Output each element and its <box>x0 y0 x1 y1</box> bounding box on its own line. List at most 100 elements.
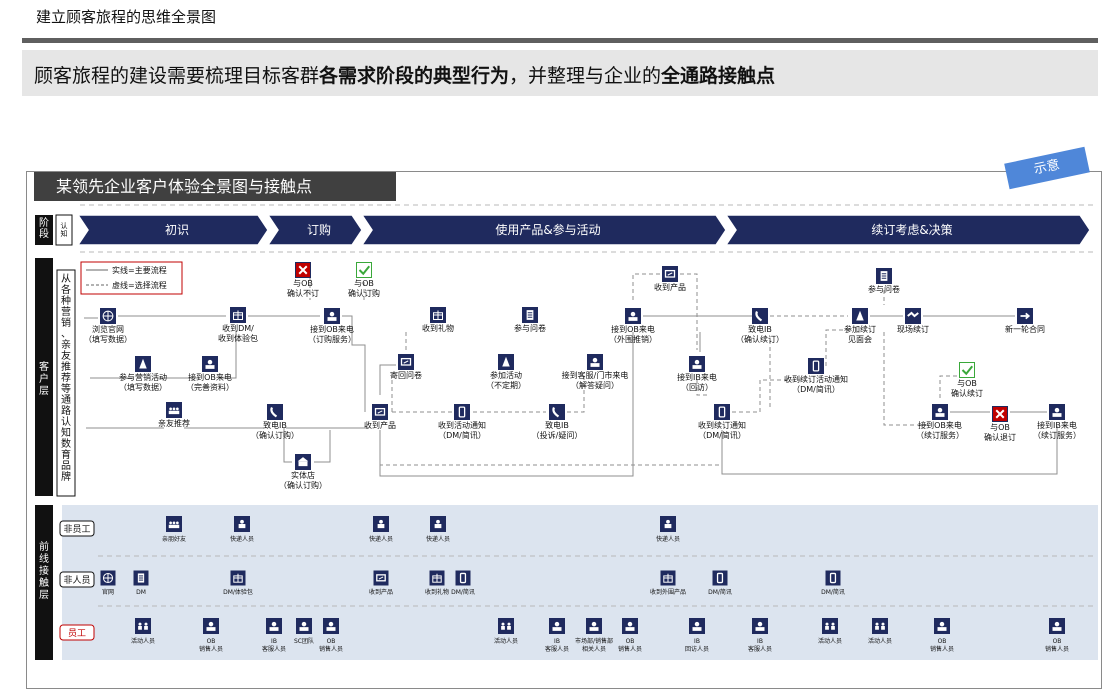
icon-mark <box>589 627 599 631</box>
check-icon <box>356 262 372 278</box>
agent-icon <box>752 618 768 634</box>
arrow-icon <box>1017 308 1033 324</box>
icon-mark <box>138 622 142 626</box>
icon-bg <box>714 404 730 420</box>
icon-mark <box>875 626 879 630</box>
icon-mark <box>502 356 510 367</box>
icon-mark <box>144 622 148 626</box>
side-note-char: 、 <box>61 329 71 340</box>
node-label: 接到OB来电（订购服务） <box>308 324 356 344</box>
icon-bg <box>455 570 471 586</box>
check-icon <box>959 362 975 378</box>
icon-mark <box>379 519 383 524</box>
icon-mark <box>172 521 176 525</box>
main-flow-line <box>314 430 331 463</box>
frontline-layer-label-char: 层 <box>39 589 49 601</box>
agent-icon <box>934 618 950 634</box>
side-note-char: 营 <box>61 305 71 318</box>
stage-chevron-0 <box>76 214 269 246</box>
stage-label-2: 使用产品&参与活动 <box>495 222 600 237</box>
side-note-char: 等 <box>61 382 71 395</box>
staff-label: 活动人员 <box>868 637 892 645</box>
side-note-char: 数 <box>61 437 71 450</box>
icon-mark <box>326 627 336 631</box>
gift-icon <box>230 307 246 323</box>
mobile-icon <box>714 404 730 420</box>
agent-icon <box>622 618 638 634</box>
icon-mark <box>176 407 179 411</box>
stage-chevron-3 <box>724 214 1091 246</box>
icon-mark <box>664 269 676 278</box>
icon-bg <box>872 618 888 634</box>
icon-bg <box>356 262 372 278</box>
icon-mark <box>403 360 409 364</box>
frontline-layer-label-char: 前 <box>39 540 49 553</box>
non-person-label: 收到产品 <box>369 588 393 596</box>
stage-label-0: 初识 <box>165 223 189 237</box>
node-label: 接到IB来电（续订服务） <box>1033 420 1081 440</box>
legend-solid-label: 实线=主要流程 <box>112 265 167 275</box>
icon-mark <box>1052 627 1062 631</box>
agent-icon <box>689 618 705 634</box>
optional-flow-line <box>567 375 585 413</box>
non-person-label: DM/简讯 <box>451 588 475 596</box>
phone-icon <box>549 404 565 420</box>
icon-mark <box>875 622 879 626</box>
icon-mark <box>825 622 829 626</box>
icon-mark <box>434 524 442 529</box>
cross-icon <box>295 262 311 278</box>
icon-mark <box>552 627 562 631</box>
icon-bg <box>822 618 838 634</box>
node-label: 收到礼物 <box>422 323 454 333</box>
staff-label: SC团队 <box>294 637 314 645</box>
node-label: 参加续订见面会 <box>844 324 876 344</box>
icon-mark <box>961 365 974 376</box>
icon-mark <box>755 627 765 631</box>
icon-mark <box>907 311 919 318</box>
icon-mark <box>1052 413 1062 417</box>
icon-mark <box>169 521 172 525</box>
agent-icon <box>587 354 603 370</box>
staff-label: 活动人员 <box>818 637 842 645</box>
agent-icon <box>296 618 312 634</box>
icon-mark <box>436 519 440 524</box>
non-person-label: 官网 <box>102 588 114 596</box>
icon-mark <box>459 572 467 584</box>
person-icon <box>430 516 446 532</box>
node-label: 参与问卷 <box>514 323 546 333</box>
aware-tag-label-char: 认 <box>61 221 68 230</box>
agent-icon <box>549 618 565 634</box>
optional-flow-line <box>732 379 806 413</box>
icon-mark <box>103 573 113 583</box>
box-icon <box>373 570 389 586</box>
gift-icon <box>230 570 246 586</box>
main-flow-line <box>220 330 237 379</box>
node-label: 现场续订 <box>897 324 929 334</box>
icon-mark <box>831 626 835 630</box>
subtitle-part-3: 全通路接触点 <box>661 65 776 87</box>
icon-mark <box>692 627 702 631</box>
icon-mark <box>301 621 307 627</box>
customer-layer-label: 客户层 <box>39 360 49 397</box>
gift-icon <box>430 307 446 323</box>
globe-icon <box>100 308 116 324</box>
icon-mark <box>233 573 243 583</box>
mobile-icon <box>455 570 471 586</box>
icon-bg <box>498 618 514 634</box>
icon-bg <box>454 404 470 420</box>
icon-mark <box>377 524 385 529</box>
gift-icon <box>429 570 445 586</box>
icon-mark <box>240 519 244 524</box>
icon-bg <box>825 570 841 586</box>
icon-mark <box>176 521 179 525</box>
cross-icon <box>992 406 1008 422</box>
icon-mark <box>507 626 511 630</box>
icon-mark <box>507 622 511 626</box>
side-note-char: 种 <box>61 294 71 307</box>
non-staff-label: 快递人员 <box>230 535 254 543</box>
icon-mark <box>432 573 442 583</box>
icon-mark <box>881 626 885 630</box>
icon-mark <box>270 407 278 418</box>
